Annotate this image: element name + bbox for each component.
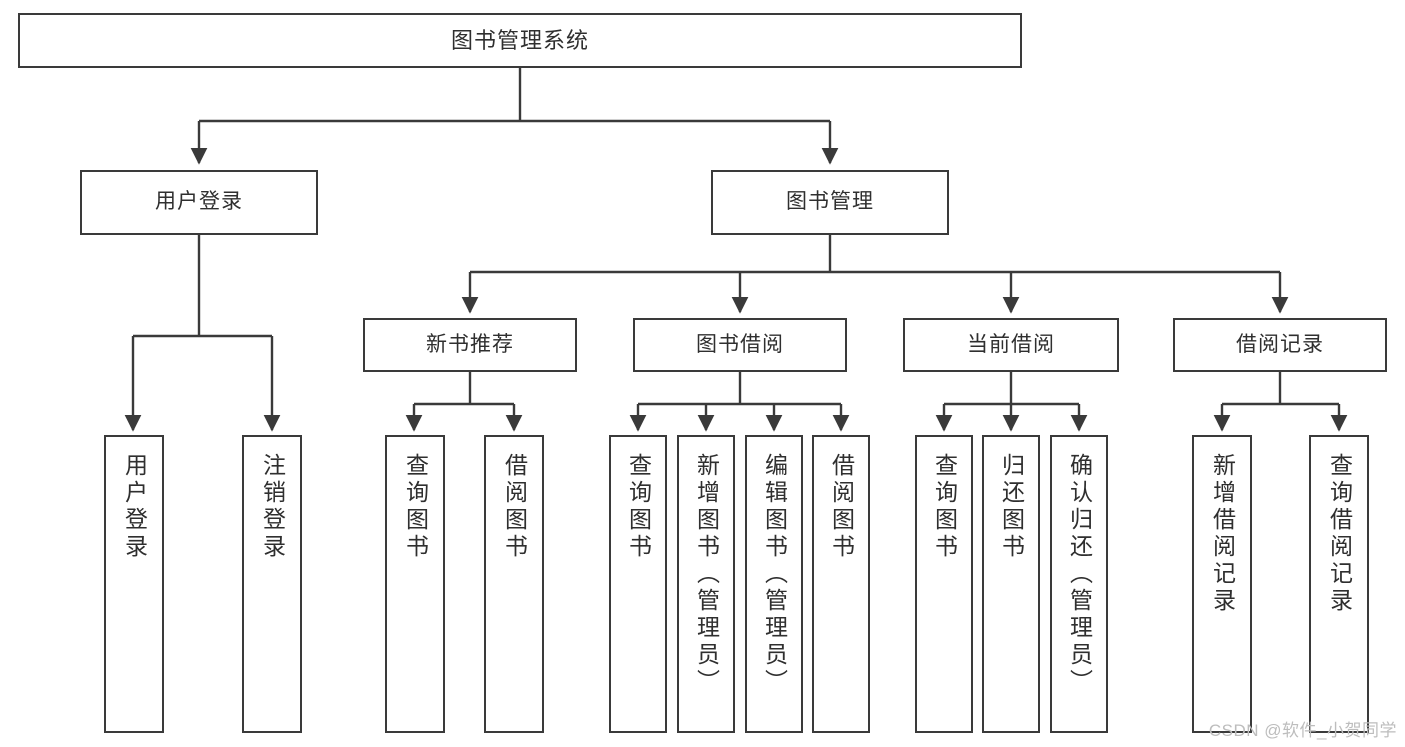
leaf-edit-book[interactable]: 编辑图书（管理员） <box>745 435 803 733</box>
node-book-borrow-label: 图书借阅 <box>696 332 784 356</box>
leaf-confirm-return[interactable]: 确认归还（管理员） <box>1050 435 1108 733</box>
node-borrow-record[interactable]: 借阅记录 <box>1173 318 1387 372</box>
node-book-borrow[interactable]: 图书借阅 <box>633 318 847 372</box>
node-borrow-record-label: 借阅记录 <box>1236 332 1324 356</box>
leaf-edit-book-label: 编辑图书（管理员） <box>761 453 788 696</box>
leaf-add-book-label: 新增图书（管理员） <box>693 453 720 696</box>
node-root[interactable]: 图书管理系统 <box>18 13 1022 68</box>
leaf-query-record-label: 查询借阅记录 <box>1326 453 1353 615</box>
leaf-user-login[interactable]: 用户登录 <box>104 435 164 733</box>
leaf-query-book-3[interactable]: 查询图书 <box>915 435 973 733</box>
leaf-query-record[interactable]: 查询借阅记录 <box>1309 435 1369 733</box>
leaf-user-login-label: 用户登录 <box>121 453 148 561</box>
node-root-label: 图书管理系统 <box>450 27 589 53</box>
leaf-logout[interactable]: 注销登录 <box>242 435 302 733</box>
leaf-return-book-label: 归还图书 <box>998 453 1025 561</box>
leaf-borrow-book-2[interactable]: 借阅图书 <box>812 435 870 733</box>
node-user-login[interactable]: 用户登录 <box>80 170 318 235</box>
leaf-logout-label: 注销登录 <box>259 453 286 561</box>
leaf-add-record-label: 新增借阅记录 <box>1209 453 1236 615</box>
node-user-login-label: 用户登录 <box>155 190 243 214</box>
leaf-borrow-book-1[interactable]: 借阅图书 <box>484 435 544 733</box>
node-current-borrow[interactable]: 当前借阅 <box>903 318 1119 372</box>
node-current-borrow-label: 当前借阅 <box>967 332 1055 356</box>
leaf-borrow-book-2-label: 借阅图书 <box>828 453 855 561</box>
leaf-query-book-3-label: 查询图书 <box>931 453 958 561</box>
leaf-add-book[interactable]: 新增图书（管理员） <box>677 435 735 733</box>
node-new-book-recommend-label: 新书推荐 <box>426 332 514 356</box>
node-book-manage[interactable]: 图书管理 <box>711 170 949 235</box>
leaf-query-book-2-label: 查询图书 <box>625 453 652 561</box>
leaf-add-record[interactable]: 新增借阅记录 <box>1192 435 1252 733</box>
leaf-query-book-1-label: 查询图书 <box>402 453 429 561</box>
node-book-manage-label: 图书管理 <box>786 190 874 214</box>
leaf-borrow-book-1-label: 借阅图书 <box>501 453 528 561</box>
leaf-confirm-return-label: 确认归还（管理员） <box>1066 453 1093 696</box>
node-new-book-recommend[interactable]: 新书推荐 <box>363 318 577 372</box>
leaf-return-book[interactable]: 归还图书 <box>982 435 1040 733</box>
leaf-query-book-2[interactable]: 查询图书 <box>609 435 667 733</box>
leaf-query-book-1[interactable]: 查询图书 <box>385 435 445 733</box>
